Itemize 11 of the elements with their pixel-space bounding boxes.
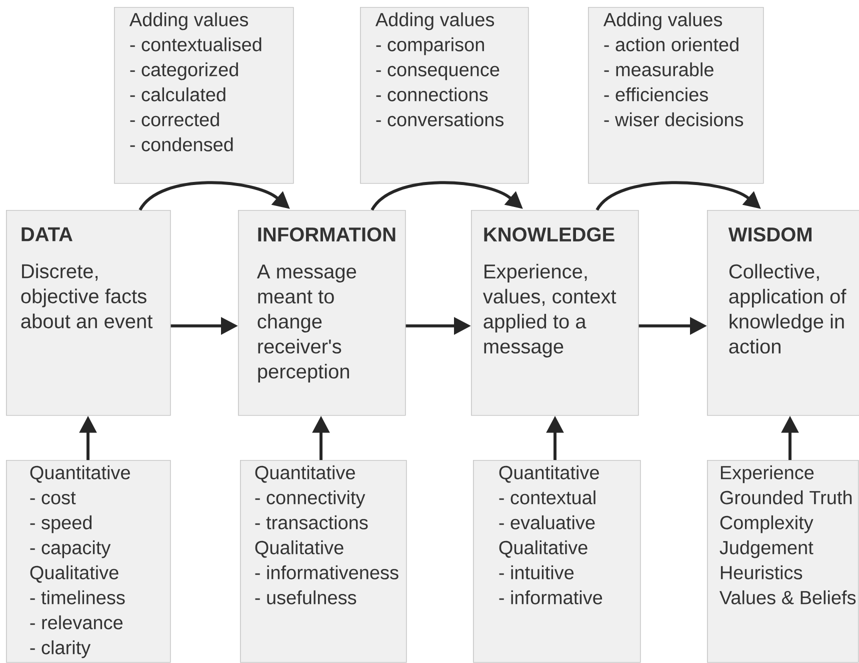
value-box: Adding values - comparison - consequence - connections - conversations <box>360 6 529 184</box>
stage-box: WISDOM Collective, application of knowledge in action <box>707 210 859 416</box>
value-box: Adding values - contextualised - categorized - calculated - corrected - condensed <box>114 6 294 184</box>
attribute-box: Quantitative - cost - speed - capacity Qualitative - timeliness - relevance - clarity <box>6 460 171 663</box>
attribute-box: Quantitative - connectivity - transactions Qualitative - informativeness - usefulness <box>240 460 407 663</box>
stage-box: INFORMATION A message meant to change receiver's perception <box>238 210 406 416</box>
attribute-box: Experience Grounded Truth Complexity Judgement Heuristics Values & Beliefs <box>707 460 859 663</box>
attribute-box: Quantitative - contextual - evaluative Qualitative - intuitive - informative <box>473 460 641 663</box>
stage-box: DATA Discrete, objective facts about an event <box>6 210 171 416</box>
stage-box: KNOWLEDGE Experience, values, context applied to a message <box>471 210 639 416</box>
value-box: Adding values - action oriented - measurable - efficiencies - wiser decisions <box>588 6 764 184</box>
